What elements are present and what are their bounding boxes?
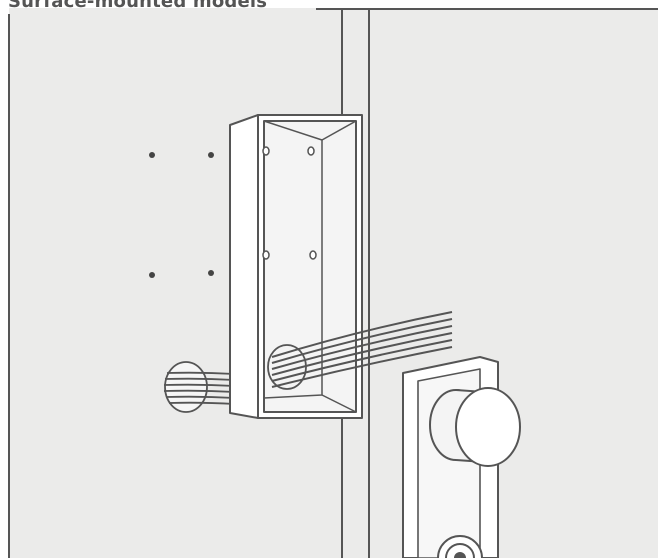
box-mounting-holes [262,146,317,260]
door-knob [429,387,521,467]
wall-outline [8,8,658,558]
wall-screw-holes [149,152,214,278]
keyhole-cylinder [437,535,483,558]
wall-cable-entry [163,361,236,413]
section-title: Surface-mounted models [8,0,268,12]
cable-bundle [271,311,453,388]
